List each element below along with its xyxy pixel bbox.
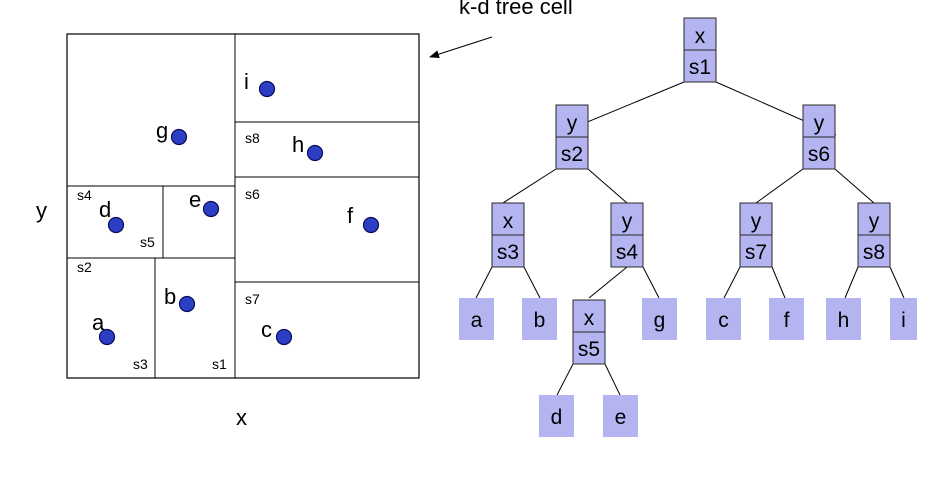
- split-label-s2: s2: [77, 259, 92, 275]
- tree-node-split: s1: [689, 56, 711, 79]
- tree-node-split: s6: [808, 143, 830, 166]
- tree-leaf-label: a: [471, 309, 483, 332]
- tree-edge: [642, 266, 660, 299]
- tree-leaf-f: f: [769, 298, 804, 340]
- tree-leaf-label: c: [718, 309, 729, 332]
- tree-leaf-e: e: [603, 395, 638, 437]
- point-d: [107, 216, 125, 234]
- tree-leaf-d: d: [539, 395, 574, 437]
- split-label-s7: s7: [245, 291, 260, 307]
- point-label-b: b: [164, 284, 176, 309]
- point-a: [98, 328, 116, 346]
- point-h: [306, 144, 324, 162]
- tree-node-split: s7: [745, 241, 767, 264]
- tree-edge: [755, 168, 804, 204]
- tree-node-s6: y s6: [802, 104, 836, 170]
- tree-edge: [588, 266, 628, 299]
- tree-leaf-label: f: [784, 309, 790, 332]
- tree-leaf-h: h: [826, 298, 861, 340]
- tree-leaf-b: b: [522, 298, 557, 340]
- tree-edge: [604, 363, 621, 396]
- tree-leaf-label: g: [654, 309, 666, 332]
- annotation-arrow: [429, 36, 493, 59]
- tree-node-s5: x s5: [572, 299, 606, 365]
- annotation-kd-tree-cell: k-d tree cell: [459, 0, 573, 19]
- partition-outer-box: [66, 33, 420, 379]
- tree-edge: [844, 266, 859, 299]
- split-label-s3: s3: [133, 356, 148, 372]
- tree-leaf-a: a: [459, 298, 494, 340]
- tree-leaf-i: i: [890, 298, 917, 340]
- tree-node-split: s4: [616, 241, 639, 264]
- tree-node-split: s8: [863, 241, 885, 264]
- tree-edge: [723, 266, 741, 299]
- tree-leaf-g: g: [642, 298, 677, 340]
- tree-node-s7: y s7: [739, 202, 773, 268]
- point-label-g: g: [156, 118, 168, 143]
- point-label-e: e: [189, 187, 201, 212]
- tree-node-axis: y: [814, 112, 825, 135]
- tree-node-s2: y s2: [555, 104, 589, 170]
- tree-node-split: s3: [497, 241, 519, 264]
- partition-diagram: s4 s5 s2 s3 s1 s8 s6 s7 a b c d e f g h …: [36, 0, 573, 430]
- axis-label-y: y: [36, 198, 47, 223]
- tree-leaf-c: c: [706, 298, 741, 340]
- point-c: [275, 328, 293, 346]
- tree-edge: [475, 266, 493, 299]
- kd-tree: x s1 y s2 y s6 x s3 y s4: [459, 17, 917, 437]
- tree-node-split: s2: [561, 143, 583, 166]
- tree-node-axis: y: [567, 112, 578, 135]
- tree-node-axis: x: [695, 25, 706, 48]
- point-label-f: f: [347, 203, 354, 228]
- tree-node-split: s5: [578, 338, 600, 361]
- tree-node-axis: x: [584, 307, 595, 330]
- tree-node-s8: y s8: [857, 202, 891, 268]
- point-label-d: d: [99, 197, 111, 222]
- tree-node-axis: x: [503, 210, 514, 233]
- point-label-i: i: [244, 69, 249, 94]
- tree-node-axis: y: [622, 210, 633, 233]
- tree-edge: [834, 168, 875, 204]
- tree-leaf-label: h: [838, 309, 850, 332]
- tree-leaf-label: b: [534, 309, 546, 332]
- point-i: [258, 80, 276, 98]
- tree-node-axis: y: [869, 210, 880, 233]
- axis-label-x: x: [236, 405, 247, 430]
- split-label-s6: s6: [245, 186, 260, 202]
- tree-node-axis: y: [751, 210, 762, 233]
- point-label-h: h: [292, 132, 304, 157]
- tree-leaf-label: d: [551, 406, 563, 429]
- tree-node-s3: x s3: [491, 202, 525, 268]
- split-label-s5: s5: [140, 234, 155, 250]
- tree-edge: [523, 266, 541, 299]
- tree-node-s1: x s1: [683, 17, 717, 83]
- split-label-s8: s8: [245, 130, 260, 146]
- point-b: [178, 295, 196, 313]
- point-label-a: a: [92, 310, 105, 335]
- tree-edge: [587, 168, 628, 204]
- split-label-s1: s1: [212, 356, 227, 372]
- tree-leaf-label: e: [615, 406, 627, 429]
- tree-edge: [889, 266, 905, 299]
- point-e: [202, 200, 220, 218]
- point-label-c: c: [261, 317, 272, 342]
- tree-leaf-label: i: [901, 309, 906, 332]
- tree-edge: [556, 363, 574, 396]
- tree-edge: [771, 266, 786, 299]
- point-f: [362, 216, 380, 234]
- split-label-s4: s4: [77, 187, 92, 203]
- point-g: [170, 128, 188, 146]
- tree-node-s4: y s4: [610, 202, 644, 268]
